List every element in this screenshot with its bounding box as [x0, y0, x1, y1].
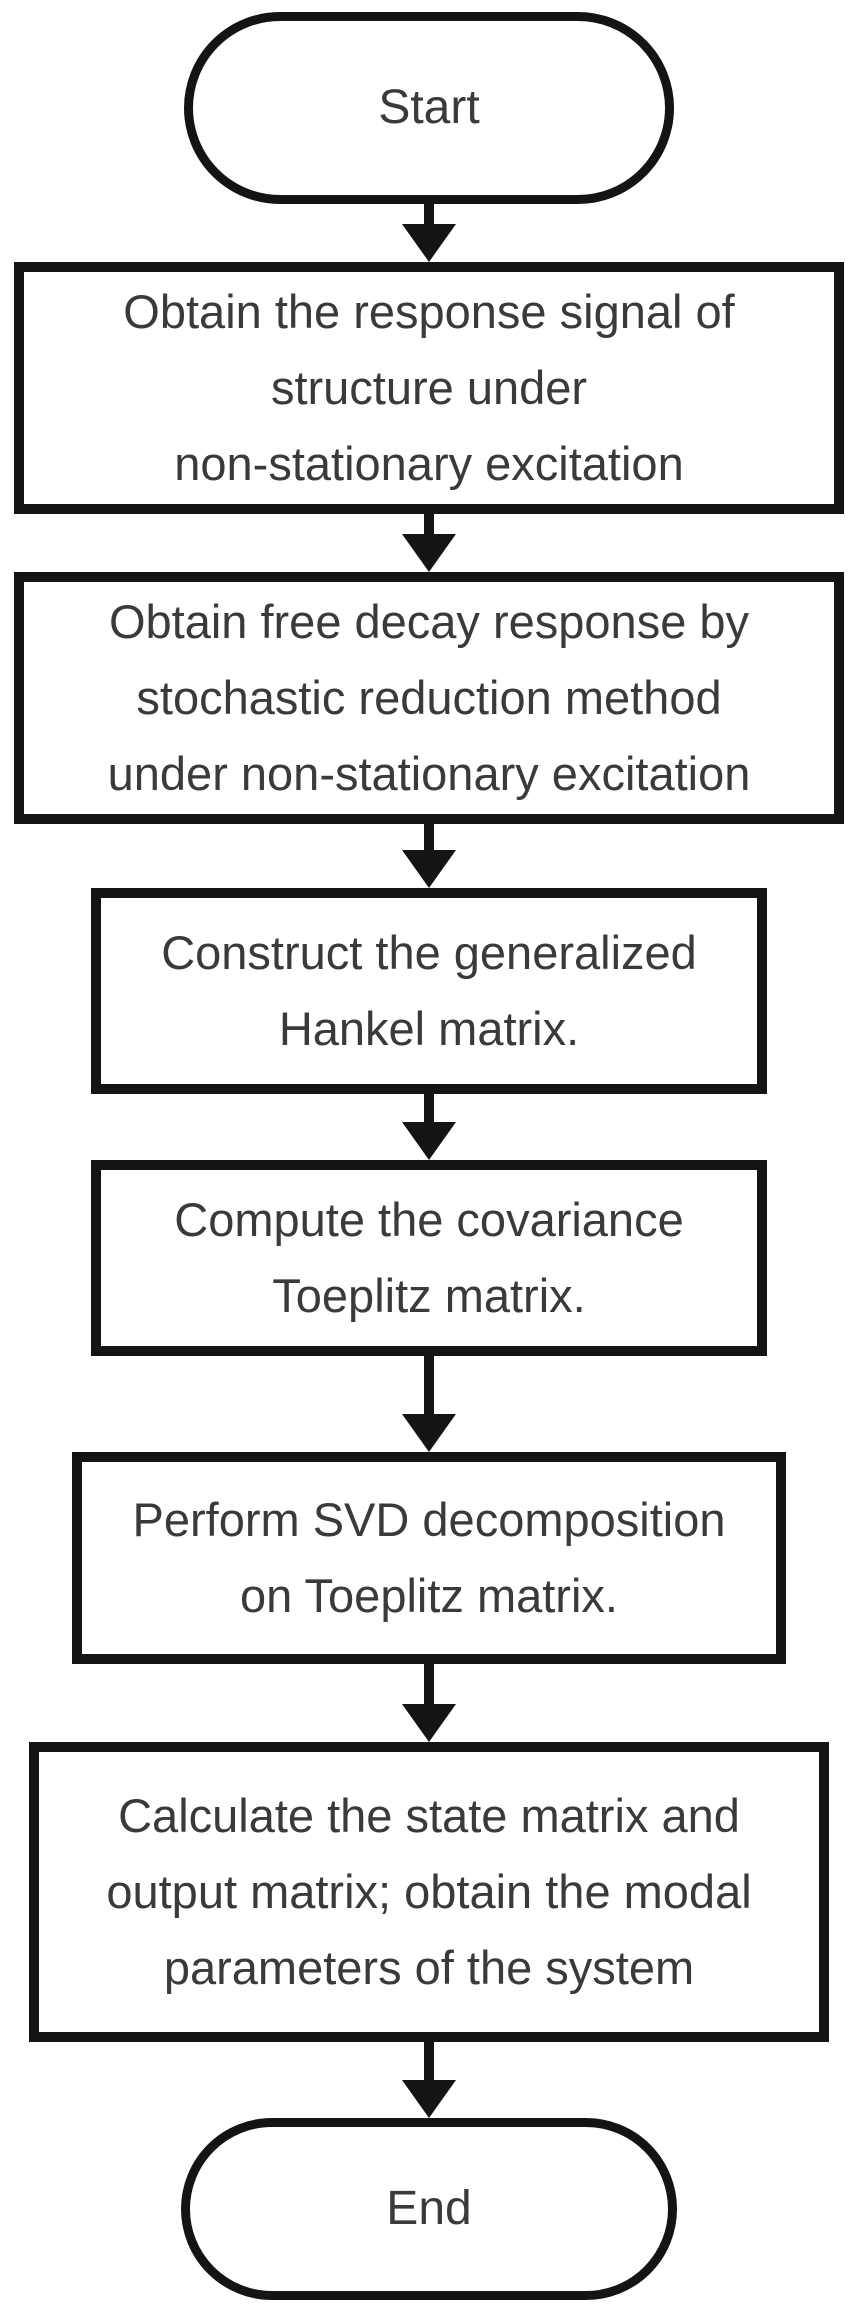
node-start-terminal: Start	[184, 12, 674, 204]
flow-arrow-down-icon	[401, 2042, 457, 2118]
node-calculate-state-matrix-label: Calculate the state matrix and output ma…	[106, 1788, 752, 1995]
arrow-stem	[424, 1356, 434, 1416]
node-end-label: End	[386, 2182, 472, 2236]
arrow-stem	[424, 1664, 434, 1706]
arrow-stem	[424, 204, 434, 226]
node-obtain-response-signal: Obtain the response signal of structure …	[14, 262, 844, 514]
node-construct-hankel-matrix-label: Construct the generalized Hankel matrix.	[161, 925, 697, 1055]
arrow-head	[402, 1122, 456, 1160]
node-obtain-response-signal-label: Obtain the response signal of structure …	[123, 284, 735, 491]
arrow-stem	[424, 824, 434, 852]
node-end-terminal: End	[181, 2118, 677, 2300]
flow-arrow-down-icon	[401, 1094, 457, 1160]
node-construct-hankel-matrix: Construct the generalized Hankel matrix.	[91, 888, 767, 1094]
arrow-stem	[424, 2042, 434, 2082]
node-obtain-free-decay-response: Obtain free decay response by stochastic…	[14, 572, 844, 824]
flow-arrow-down-icon	[401, 824, 457, 888]
arrow-head	[402, 1704, 456, 1742]
arrow-head	[402, 224, 456, 262]
flow-arrow-down-icon	[401, 514, 457, 572]
flow-arrow-down-icon	[401, 1356, 457, 1452]
node-obtain-free-decay-response-label: Obtain free decay response by stochastic…	[107, 594, 751, 801]
node-perform-svd-decomposition-label: Perform SVD decomposition on Toeplitz ma…	[132, 1492, 726, 1622]
arrow-head	[402, 850, 456, 888]
arrow-stem	[424, 1094, 434, 1124]
node-start-label: Start	[378, 81, 480, 135]
node-calculate-state-matrix: Calculate the state matrix and output ma…	[29, 1742, 829, 2042]
node-compute-toeplitz-matrix-label: Compute the covariance Toeplitz matrix.	[174, 1192, 684, 1322]
flow-arrow-down-icon	[401, 204, 457, 262]
arrow-head	[402, 534, 456, 572]
node-compute-toeplitz-matrix: Compute the covariance Toeplitz matrix.	[91, 1160, 767, 1356]
arrow-head	[402, 2080, 456, 2118]
flow-arrow-down-icon	[401, 1664, 457, 1742]
arrow-stem	[424, 514, 434, 536]
node-perform-svd-decomposition: Perform SVD decomposition on Toeplitz ma…	[72, 1452, 786, 1664]
arrow-head	[402, 1414, 456, 1452]
